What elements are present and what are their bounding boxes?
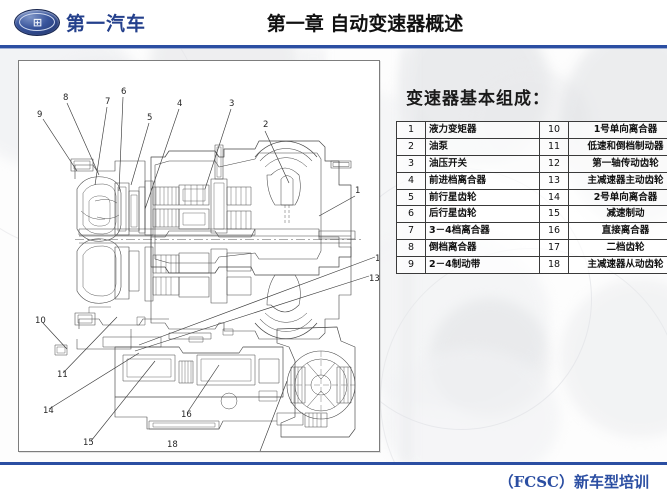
part-number: 14: [539, 188, 569, 207]
part-number: 2: [396, 137, 426, 156]
callout-6: 6: [121, 87, 126, 97]
callout-3: 3: [229, 99, 234, 109]
part-number: 5: [396, 188, 426, 207]
callout-15: 15: [83, 438, 94, 448]
part-label: 二档齿轮: [568, 239, 667, 257]
callout-5: 5: [147, 113, 152, 123]
brand-logo: ⊞ 第一汽车: [14, 8, 146, 36]
table-row: 8 倒档离合器 17 二档齿轮: [396, 239, 667, 257]
part-number: 9: [396, 256, 426, 274]
table-row: 7 3－4档离合器 16 直接离合器: [396, 222, 667, 241]
part-label: 油泵: [425, 137, 540, 156]
brand-logo-text: 第一汽车: [66, 12, 147, 35]
parts-heading: 变速器基本组成：: [406, 89, 550, 109]
part-label: 2－4制动带: [425, 256, 540, 274]
part-number: 16: [539, 222, 569, 241]
part-label: 后行星齿轮: [425, 205, 540, 224]
header-divider-light: [0, 48, 667, 49]
part-number: 7: [396, 222, 426, 241]
table-row: 6 后行星齿轮 15 减速制动: [396, 205, 667, 224]
transmission-diagram-panel: 1 2 3 4 5 6 7 8 9 10 11 12 13 14 15 16 1…: [18, 60, 380, 452]
slide-header: [0, 0, 667, 48]
table-row: 5 前行星齿轮 14 2号单向离合器: [396, 188, 667, 207]
callout-9: 9: [37, 110, 42, 120]
slide-title: 第一章 自动变速器概述: [266, 13, 464, 35]
header-divider: [0, 45, 667, 48]
part-number: 8: [396, 239, 426, 257]
part-number: 6: [396, 205, 426, 224]
part-label: 主减速器主动齿轮: [568, 171, 667, 190]
part-label: 1号单向离合器: [568, 121, 667, 139]
callout-2: 2: [263, 120, 268, 130]
callout-8: 8: [63, 93, 68, 103]
slide-footer: [0, 465, 667, 500]
part-number: 13: [539, 171, 569, 190]
table-row: 4 前进档离合器 13 主减速器主动齿轮: [396, 171, 667, 190]
faw-emblem-inner: ⊞: [19, 13, 55, 31]
part-number: 1: [396, 121, 426, 139]
callout-14: 14: [43, 406, 54, 416]
part-number: 4: [396, 171, 426, 190]
callout-13: 13: [369, 274, 379, 284]
part-label: 3－4档离合器: [425, 222, 540, 241]
part-label: 第一轴传动齿轮: [568, 154, 667, 173]
part-label: 直接离合器: [568, 222, 667, 241]
part-label: 倒档离合器: [425, 239, 540, 257]
parts-table: 1 液力变矩器 10 1号单向离合器 2 油泵 11 低速和倒档制动器 3 油压…: [396, 121, 667, 274]
part-number: 18: [539, 256, 569, 274]
transmission-cutaway-diagram: 1 2 3 4 5 6 7 8 9 10 11 12 13 14 15 16 1…: [35, 87, 379, 451]
part-number: 12: [539, 154, 569, 173]
callout-4: 4: [177, 99, 182, 109]
faw-emblem-icon: ⊞: [14, 8, 60, 36]
callout-7: 7: [105, 97, 110, 107]
callout-12: 12: [375, 254, 379, 264]
part-label: 前行星齿轮: [425, 188, 540, 207]
footer-text: （FCSC）新车型培训: [498, 473, 649, 491]
part-number: 10: [539, 121, 569, 139]
part-label: 油压开关: [425, 154, 540, 173]
callout-10: 10: [35, 316, 46, 326]
part-label: 减速制动: [568, 205, 667, 224]
part-label: 低速和倒档制动器: [568, 137, 667, 156]
part-label: 前进档离合器: [425, 171, 540, 190]
part-number: 3: [396, 154, 426, 173]
table-row: 3 油压开关 12 第一轴传动齿轮: [396, 154, 667, 173]
callout-16: 16: [181, 410, 192, 420]
callout-18: 18: [167, 440, 178, 450]
parts-section: 变速器基本组成： 1 液力变矩器 10 1号单向离合器 2 油泵 11 低速和倒…: [392, 84, 667, 274]
table-row: 9 2－4制动带 18 主减速器从动齿轮: [396, 256, 667, 274]
part-label: 主减速器从动齿轮: [568, 256, 667, 274]
callout-1: 1: [355, 186, 360, 196]
callout-11: 11: [57, 370, 68, 380]
part-label: 2号单向离合器: [568, 188, 667, 207]
part-label: 液力变矩器: [425, 121, 540, 139]
table-row: 1 液力变矩器 10 1号单向离合器: [396, 121, 667, 139]
faw-emblem-glyph: ⊞: [32, 15, 42, 29]
footer-divider: [0, 462, 667, 465]
part-number: 11: [539, 137, 569, 156]
table-row: 2 油泵 11 低速和倒档制动器: [396, 137, 667, 156]
part-number: 15: [539, 205, 569, 224]
part-number: 17: [539, 239, 569, 257]
